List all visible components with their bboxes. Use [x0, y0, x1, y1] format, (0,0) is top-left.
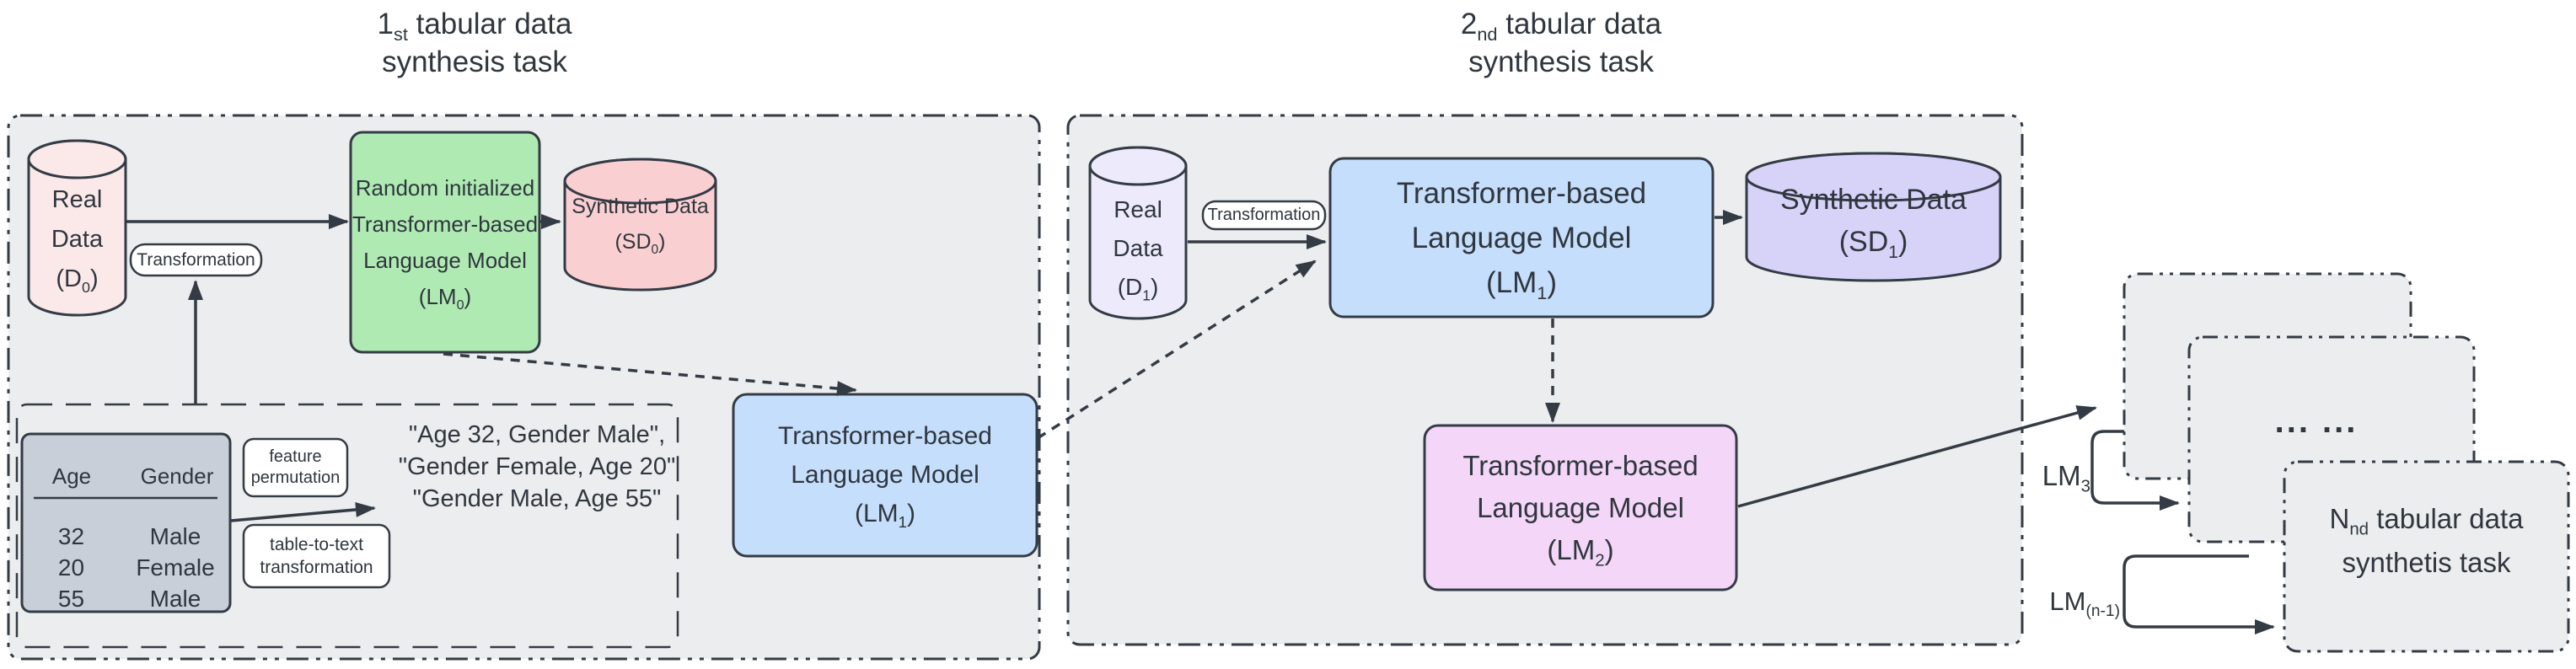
- table-to-text-pill: [242, 523, 391, 589]
- lm0-box: [349, 131, 541, 354]
- transformation-label-task2: Transformation: [1207, 206, 1321, 224]
- real-data-d0-cylinder: [27, 139, 127, 317]
- transformation-pill-task1: [129, 243, 263, 277]
- transformation-detail-group: [15, 403, 679, 649]
- synthetic-data-sd0-label: Synthetic Data (SD0): [572, 195, 709, 257]
- lm2-box: [1423, 424, 1738, 591]
- ellipsis-label: ... ...: [2274, 403, 2359, 440]
- arrow-lm2-to-next-task: [1737, 405, 2097, 508]
- connector-lm3: [2090, 430, 2180, 511]
- sample-table: [20, 432, 232, 613]
- synthetic-data-sd1-label: Synthetic Data (SD1): [1779, 184, 1967, 262]
- real-data-d1-label: Real Data (D1): [1113, 196, 1163, 304]
- task2-title: 2nd tabular data synthesis task: [1460, 8, 1662, 78]
- table-cell: 20: [57, 554, 85, 581]
- text-sample-line: "Gender Female, Age 20": [398, 453, 676, 480]
- synthetic-data-sd0-cylinder: [563, 158, 717, 292]
- text-sample-line: "Age 32, Gender Male",: [408, 421, 666, 448]
- lm0-label: Random initialized Transformer-based Lan…: [352, 174, 539, 313]
- lm1-task2-label: Transformer-based Language Model (LM1): [1396, 176, 1647, 303]
- transformation-pill-task2: [1201, 200, 1327, 231]
- lm3-label: LM3: [2042, 460, 2090, 496]
- real-data-d0-label: Real Data (D0): [51, 186, 104, 296]
- text-sample-line: "Gender Male, Age 55": [412, 485, 662, 512]
- lm-n-minus-1-label: LM(n-1): [2049, 586, 2120, 621]
- synthetic-data-sd1-cylinder: [1745, 152, 2002, 282]
- real-data-d1-cylinder: [1088, 146, 1188, 320]
- arrow-lm1-task1-to-lm1-task2-dashed: [1037, 260, 1317, 440]
- stacked-task-panel-front: [2283, 460, 2570, 653]
- task1-title: 1st tabular data synthesis task: [377, 8, 572, 78]
- connector-lm-n-minus-1: [2123, 554, 2275, 634]
- table-cell: 55: [57, 586, 85, 612]
- table-cell: Female: [136, 554, 215, 581]
- lm1-box-task1: [732, 393, 1038, 558]
- table-cell: Male: [149, 523, 201, 549]
- table-column-gender: Male Female Male: [125, 521, 226, 614]
- feature-permutation-label: feature permutation: [250, 447, 341, 487]
- transformation-label-task1: Transformation: [137, 249, 255, 270]
- table-header-age: Age: [51, 463, 92, 489]
- lm1-task1-label: Transformer-based Language Model (LM1): [778, 422, 992, 531]
- table-to-text-label: table-to-text transformation: [260, 535, 373, 577]
- lm2-label: Transformer-based Language Model (LM2): [1462, 449, 1699, 570]
- table-column-age: 32 20 55: [44, 521, 99, 614]
- arrow-table-to-text: [230, 501, 376, 522]
- feature-permutation-pill: [242, 437, 349, 498]
- task-n-title: Nnd tabular data synthetis task: [2329, 503, 2524, 578]
- arrow-lm0-to-lm1-dashed: [443, 352, 857, 397]
- table-cell: 32: [57, 523, 85, 549]
- table-cell: Male: [149, 586, 201, 612]
- table-header-gender: Gender: [140, 463, 214, 489]
- text-samples: "Age 32, Gender Male", "Gender Female, A…: [377, 419, 697, 515]
- lm1-box-task2: [1328, 157, 1715, 318]
